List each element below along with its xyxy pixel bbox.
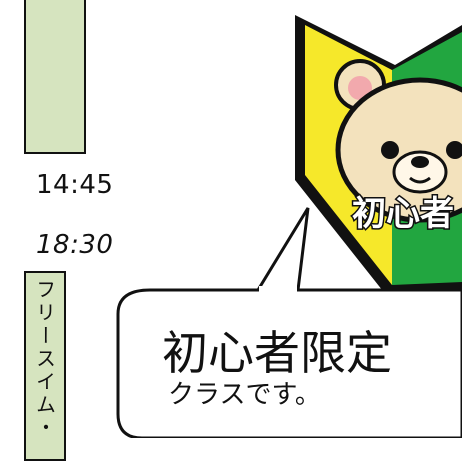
badge-text: 初心者 xyxy=(352,194,454,234)
callout-main-text: 初心者限定 xyxy=(162,326,392,380)
beginner-mark-graphic: 初心者 xyxy=(295,15,462,300)
schedule-block-bottom: フリースイム・ xyxy=(24,271,66,461)
beginner-mark-bear-icon: 初心者 xyxy=(290,0,462,300)
schedule-block-top xyxy=(24,0,86,154)
time-label-1445: 14:45 xyxy=(36,170,114,200)
free-swim-vertical-label: フリースイム・ xyxy=(32,279,57,440)
time-label-1830: 18:30 xyxy=(36,230,114,260)
callout-sub-text: クラスです。 xyxy=(168,380,321,410)
